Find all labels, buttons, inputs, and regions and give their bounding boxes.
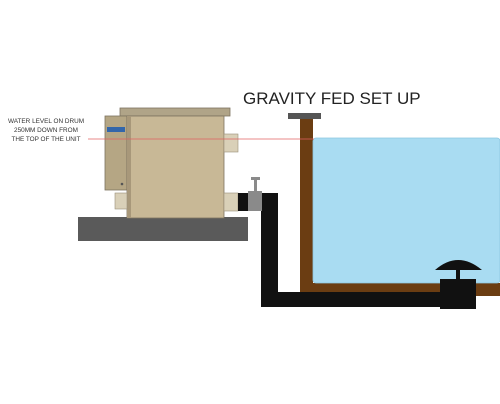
bottom-drain-icon [435,260,482,309]
annotation-line-2: 250MM DOWN FROM [14,127,78,134]
drum-filter-unit [104,107,239,219]
annotation-line-3: THE TOP OF THE UNIT [11,136,80,143]
annotation-line-1: WATER LEVEL ON DRUM [8,118,84,125]
platform-base [78,217,248,241]
label-tag [107,127,125,132]
pond-water [312,137,500,284]
valve-icon [248,177,262,211]
diagram-title: GRAVITY FED SET UP [243,89,421,108]
pond-wall-cap [288,113,321,119]
